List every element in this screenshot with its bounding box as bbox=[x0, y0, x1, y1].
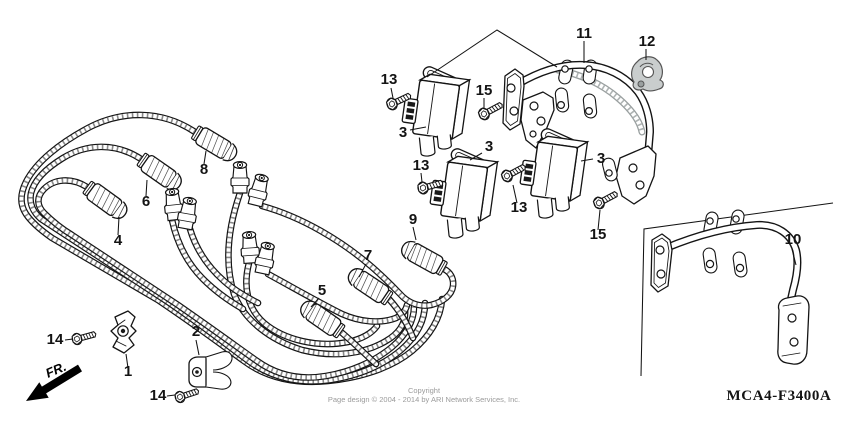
callout-10[interactable]: 10 bbox=[785, 231, 802, 248]
fr-direction-arrow: FR. bbox=[26, 359, 82, 401]
coil-boot bbox=[230, 161, 250, 194]
coil-bracket-rear bbox=[650, 209, 810, 365]
plug-cap-9 bbox=[397, 237, 450, 278]
spark-plug-wire-harness bbox=[22, 115, 454, 382]
harness-clip-12 bbox=[631, 56, 664, 92]
callout-2[interactable]: 2 bbox=[192, 323, 200, 340]
plug-cap-8 bbox=[189, 123, 241, 165]
callout-7[interactable]: 7 bbox=[364, 247, 372, 264]
callout-6[interactable]: 6 bbox=[142, 193, 150, 210]
plug-cap-4 bbox=[80, 178, 132, 223]
callout-11[interactable]: 11 bbox=[576, 25, 592, 42]
coil-boot bbox=[245, 171, 272, 208]
callout-14-b[interactable]: 14 bbox=[150, 387, 167, 404]
callout-numbers: 13 3 15 11 12 13 3 3 13 15 8 6 4 9 7 5 1… bbox=[47, 25, 802, 404]
callout-3-c[interactable]: 3 bbox=[597, 150, 605, 167]
v-leader-line bbox=[426, 29, 558, 78]
callout-5[interactable]: 5 bbox=[318, 282, 326, 299]
callout-8[interactable]: 8 bbox=[200, 161, 208, 178]
plug-cap-7 bbox=[344, 264, 395, 308]
leader-lines bbox=[64, 29, 797, 397]
copyright-line-1: Copyright bbox=[408, 386, 441, 395]
bolt-15 bbox=[476, 98, 506, 123]
bolt-14 bbox=[70, 327, 98, 347]
callout-15-a[interactable]: 15 bbox=[476, 82, 493, 99]
copyright-line-2: Page design © 2004 - 2014 by ARI Network… bbox=[328, 395, 520, 404]
callout-15-b[interactable]: 15 bbox=[590, 226, 607, 243]
bolt-15 bbox=[591, 187, 621, 212]
callout-12[interactable]: 12 bbox=[639, 33, 656, 50]
callout-1[interactable]: 1 bbox=[124, 363, 132, 380]
coil-bracket-front bbox=[502, 59, 657, 205]
callout-14-a[interactable]: 14 bbox=[47, 331, 64, 348]
ignition-coil-2 bbox=[424, 143, 500, 245]
diagram-code: MCA4-F3400A bbox=[727, 388, 832, 404]
bolt-14 bbox=[173, 385, 201, 405]
clamp-2 bbox=[188, 351, 233, 390]
callout-13-a[interactable]: 13 bbox=[381, 71, 398, 88]
callout-4[interactable]: 4 bbox=[114, 232, 123, 249]
callout-3-a[interactable]: 3 bbox=[399, 124, 407, 141]
plug-cap-6 bbox=[134, 150, 186, 195]
callout-13-b[interactable]: 13 bbox=[413, 157, 430, 174]
callout-13-c[interactable]: 13 bbox=[511, 199, 528, 216]
clamp-1 bbox=[110, 310, 137, 354]
ignition-coil-1 bbox=[396, 61, 472, 163]
callout-9[interactable]: 9 bbox=[409, 211, 417, 228]
separator-line bbox=[640, 202, 834, 377]
callout-3-b[interactable]: 3 bbox=[485, 138, 493, 155]
